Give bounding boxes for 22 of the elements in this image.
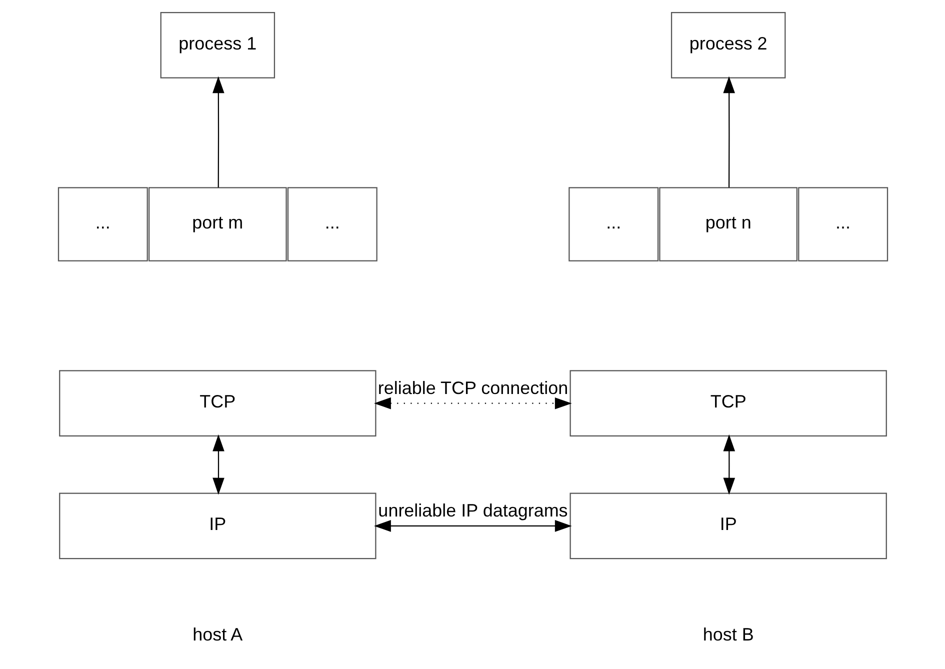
label: host B [702, 624, 754, 644]
node-box: process 2 [670, 12, 786, 78]
node-box: IP [58, 492, 376, 560]
arrow [374, 520, 572, 532]
edge-label: unreliable IP datagrams [378, 500, 568, 521]
node-box: ... [286, 187, 377, 262]
node-box: TCP [569, 370, 886, 437]
node-box: ... [568, 187, 658, 262]
node-box: port n [658, 187, 798, 262]
node-box: ... [798, 187, 888, 262]
arrow [722, 76, 734, 188]
node-box: ... [57, 187, 148, 262]
arrow [374, 397, 572, 410]
node-box: process 1 [160, 12, 275, 78]
label: host A [192, 624, 242, 644]
edge-label: reliable TCP connection [377, 378, 568, 398]
node-box: port m [148, 187, 286, 262]
arrow [722, 434, 735, 495]
node-box: TCP [58, 370, 376, 437]
arrow [212, 434, 224, 495]
node-box: IP [569, 492, 886, 560]
arrow [212, 76, 224, 188]
